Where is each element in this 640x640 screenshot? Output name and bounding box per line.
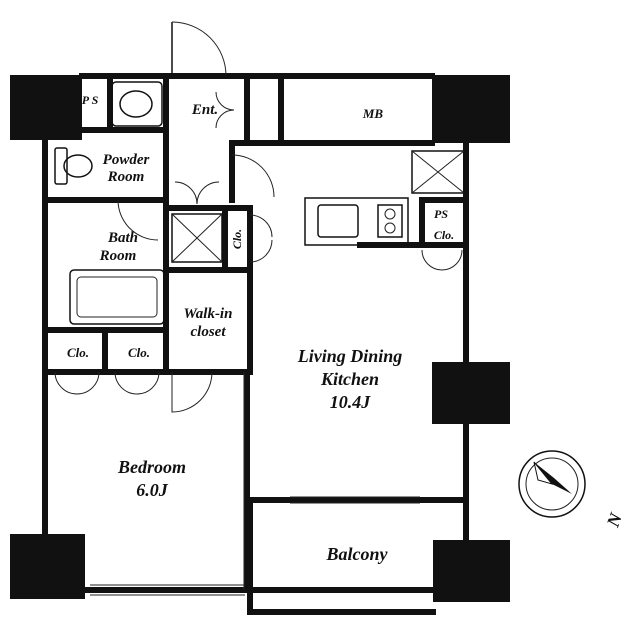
- entrance-label: Ent.: [191, 102, 218, 118]
- walls: [42, 73, 469, 615]
- mb-label: MB: [362, 106, 384, 121]
- basin: [111, 81, 163, 127]
- balcony-label: Balcony: [326, 544, 389, 564]
- fixtures: [54, 21, 465, 596]
- shoe-box: [171, 213, 223, 263]
- column-bottom-left: [10, 534, 85, 599]
- ventilation-box: [411, 150, 465, 194]
- ldk-label-line2: Kitchen: [320, 369, 379, 389]
- ldk-label-line1: Living Dining: [297, 346, 403, 366]
- clo-kitchen-label: Clo.: [434, 228, 454, 242]
- kitchen-counter: [304, 197, 409, 246]
- closet-vertical-label: Clo.: [230, 229, 244, 249]
- bath-room-label-line2: Room: [99, 248, 137, 264]
- compass: N: [518, 450, 626, 530]
- bedroom-label-line2: 6.0J: [136, 480, 169, 500]
- window-ldk: [290, 496, 420, 504]
- ps-kitchen-label: PS: [434, 207, 448, 221]
- bath-room-label-line1: Bath: [107, 230, 138, 246]
- compass-ring: [518, 450, 586, 518]
- ps-top-label: P S: [82, 93, 99, 107]
- column-mid-right: [432, 362, 510, 424]
- toilet: [54, 147, 68, 185]
- walk-in-closet-label-line1: Walk-in: [184, 306, 233, 322]
- kitchen-sink: [317, 204, 359, 238]
- column-top-right: [432, 75, 510, 143]
- kitchen-stove: [377, 204, 403, 238]
- powder-room-label-line2: Room: [107, 169, 145, 185]
- walk-in-closet-label-line2: closet: [191, 324, 227, 340]
- compass-north-label: N: [602, 509, 626, 530]
- column-bottom-right: [433, 540, 510, 602]
- structural-columns: [10, 75, 510, 602]
- room-labels: P S Powder Room Ent. MB Bath Room Clo. P…: [67, 93, 454, 564]
- window-bedroom: [90, 584, 245, 596]
- entry-door: [171, 21, 227, 77]
- bathtub: [69, 269, 165, 325]
- clo-left-label: Clo.: [67, 345, 89, 360]
- compass-needle-icon: [534, 462, 572, 494]
- clo-mid-label: Clo.: [128, 345, 150, 360]
- ldk-label-line3: 10.4J: [330, 392, 372, 412]
- powder-room-label-line1: Powder: [103, 152, 150, 168]
- bedroom-label-line1: Bedroom: [117, 457, 186, 477]
